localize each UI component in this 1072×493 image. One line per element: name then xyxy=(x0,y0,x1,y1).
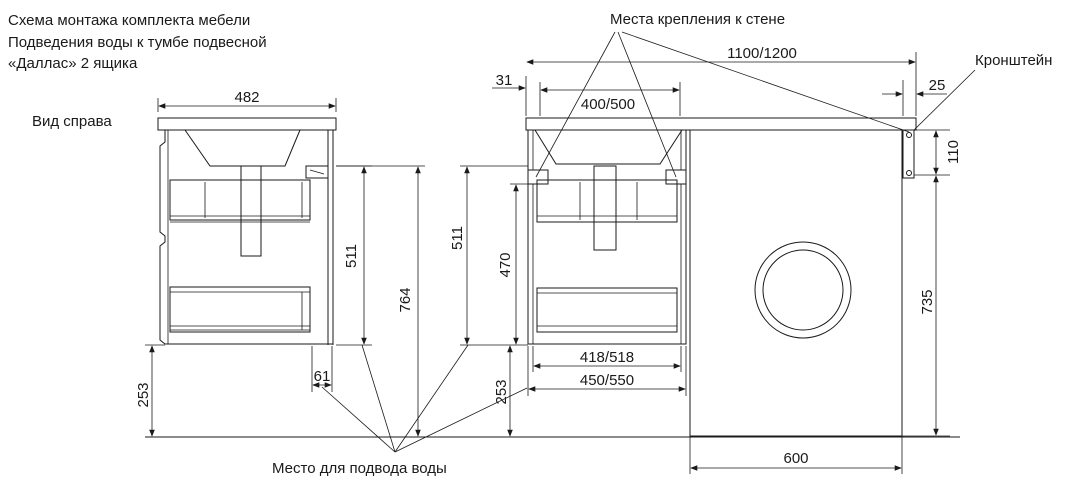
washer-door-inner xyxy=(762,249,844,331)
title-line-1: Схема монтажа комплекта мебели xyxy=(8,12,250,29)
side-countertop xyxy=(157,117,337,131)
bracket: 110 25 Кронштейн xyxy=(882,52,1052,179)
dim-side-offset: 61 xyxy=(314,368,331,385)
dim-front-height-inner: 470 xyxy=(497,252,514,277)
water-supply-callout: Место для подвода воды xyxy=(272,344,528,477)
front-view: 511 470 253 418/518 450/550 31 400/500 1… xyxy=(449,45,917,437)
title-block: Схема монтажа комплекта мебели Подведени… xyxy=(8,12,267,72)
dim-cabinet-width: 450/550 xyxy=(580,372,634,389)
dim-bracket-offset: 25 xyxy=(929,77,946,94)
bracket-label: Кронштейн xyxy=(975,52,1052,69)
title-line-2: Подведения воды к тумбе подвесной xyxy=(8,34,267,51)
dim-front-height-cabinet: 511 xyxy=(449,226,466,250)
dim-side-depth: 482 xyxy=(234,89,259,106)
side-view-label: Вид справа xyxy=(32,113,112,130)
water-supply-label: Место для подвода воды xyxy=(272,460,447,477)
wall-mounts-label: Места крепления к стене xyxy=(610,11,785,28)
wall-mounts-callout: Места крепления к стене xyxy=(535,11,910,178)
dim-inner-width: 418/518 xyxy=(580,349,634,366)
title-line-3: «Даллас» 2 ящика xyxy=(8,55,138,72)
dim-sink-width: 400/500 xyxy=(581,96,635,113)
dim-bracket-height: 110 xyxy=(945,140,962,164)
dim-wall-offset: 31 xyxy=(496,72,513,89)
bracket-body xyxy=(902,129,915,179)
dim-side-floor: 253 xyxy=(135,382,152,407)
side-view: 482 511 764 253 61 xyxy=(135,89,425,437)
front-countertop xyxy=(525,117,917,131)
washing-machine: 600 735 xyxy=(689,129,950,474)
washer-body xyxy=(689,129,903,437)
dim-washer-height: 735 xyxy=(919,289,936,314)
dim-washer-width: 600 xyxy=(783,450,808,467)
dim-side-height-total: 764 xyxy=(397,287,414,312)
washer-door-outer xyxy=(754,241,852,339)
dim-top-width: 1100/1200 xyxy=(727,45,797,62)
dim-side-height-cabinet: 511 xyxy=(343,244,360,268)
